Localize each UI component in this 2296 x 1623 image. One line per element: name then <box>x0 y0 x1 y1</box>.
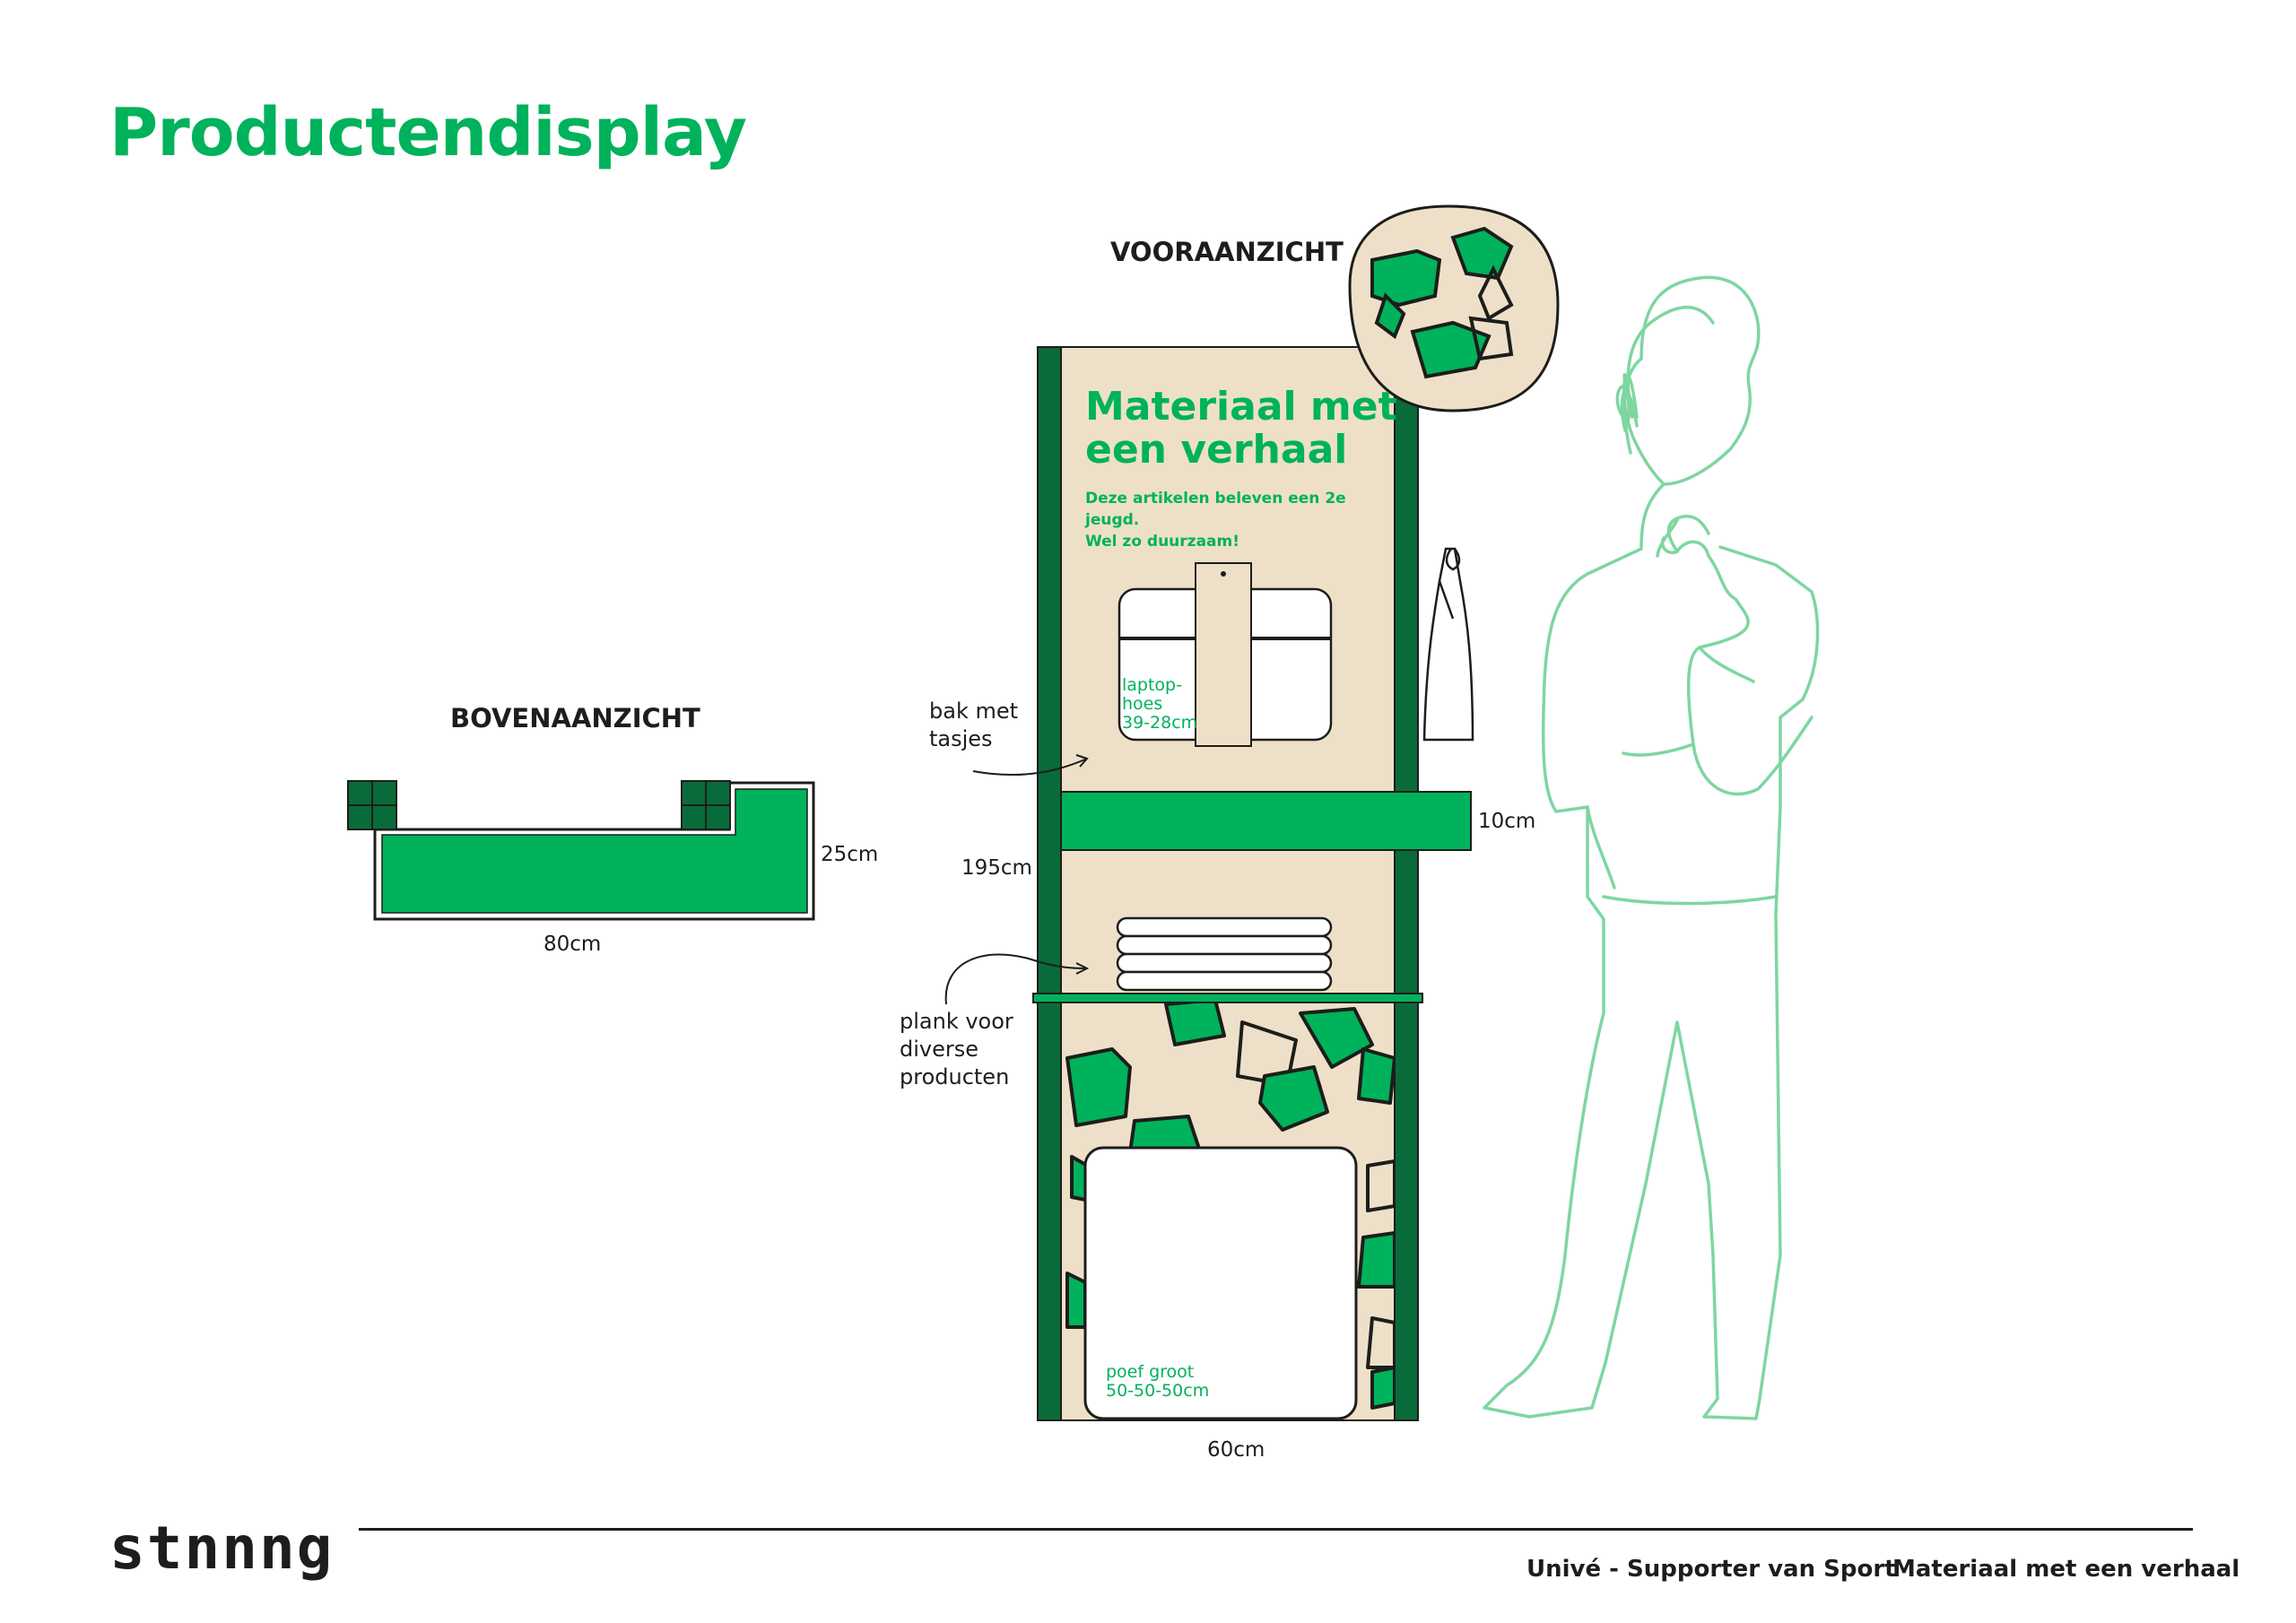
dimension-total-height: 195cm <box>961 856 1032 880</box>
folded-items <box>1116 916 1333 992</box>
pouf-note: poef groot 50-50-50cm <box>1106 1362 1210 1401</box>
bag-bin <box>1060 791 1472 851</box>
callout-shelf: plank voor diverse producten <box>900 1009 1013 1089</box>
top-view-post-right <box>681 780 731 830</box>
top-view-diagram <box>347 780 815 921</box>
panel-subtext: Deze artikelen beleven een 2e jeugd. Wel… <box>1085 490 1346 551</box>
dimension-top-width: 80cm <box>544 933 602 956</box>
dimension-front-width: 60cm <box>1207 1438 1265 1462</box>
dimension-top-depth: 25cm <box>821 843 879 866</box>
top-view-label: BOVENAANZICHT <box>450 703 700 733</box>
hanging-bag <box>1422 547 1474 742</box>
laptop-sleeve-note: laptop- hoes 39-28cm <box>1122 675 1198 733</box>
front-view-label: VOORAANZICHT <box>1110 237 1344 267</box>
top-view-post-left <box>347 780 397 830</box>
pouf <box>1083 1146 1358 1420</box>
footer-client: Univé - Supporter van Sport <box>1526 1556 1896 1583</box>
human-figure <box>1483 275 1820 1420</box>
product-shelf <box>1032 993 1423 1003</box>
footer-project: Materiaal met een verhaal <box>1892 1556 2240 1583</box>
page-title: Productendisplay <box>109 94 747 171</box>
footer-divider <box>359 1528 2193 1531</box>
dimension-shelf-height: 10cm <box>1478 810 1536 833</box>
recycle-pattern <box>1065 998 1396 1410</box>
callout-bag-bin: bak met tasjes <box>929 699 1019 751</box>
front-view-diagram <box>944 204 1560 1421</box>
laptop-sleeve <box>1118 562 1333 747</box>
stnnng-logo: stnnng <box>109 1514 335 1583</box>
recycle-logo-sign <box>1348 204 1560 412</box>
panel-heading: Materiaal met een verhaal <box>1085 384 1397 473</box>
